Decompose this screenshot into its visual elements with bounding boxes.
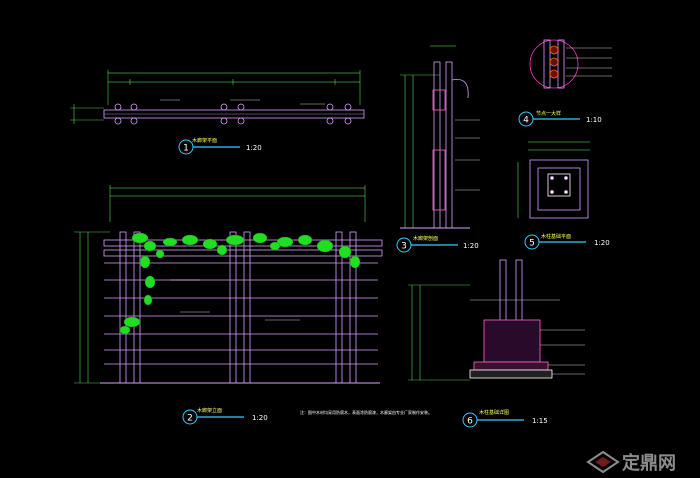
title-2: 2 木廊架立面 1:20 <box>182 407 268 425</box>
view-6-footing-detail <box>408 259 585 381</box>
view-2-elevation <box>74 185 383 384</box>
drawing-note: 注：图中木材均采用防腐木，表面涂防腐漆，木廊架由专业厂家制作安装。 <box>300 409 432 415</box>
view-4-detail <box>529 39 612 89</box>
title-5: 5 木柱基础平面 1:20 <box>524 233 610 250</box>
title-6: 6 木柱基础详图 1:15 <box>462 409 548 428</box>
view-number: 6 <box>467 417 473 427</box>
view-3-section <box>400 45 480 229</box>
view-5-footing-plan <box>517 141 590 219</box>
view-scale: 1:10 <box>586 116 602 124</box>
view-scale: 1:20 <box>594 239 610 247</box>
view-scale: 1:15 <box>532 417 548 425</box>
view-title: 木柱基础详图 <box>479 409 509 416</box>
dingding-logo-icon <box>586 450 620 474</box>
view-number: 4 <box>523 116 529 126</box>
view-number: 3 <box>401 242 407 252</box>
watermark-text: 定鼎网 <box>622 452 676 474</box>
title-1: 1 木廊架平面 1:20 <box>178 137 262 155</box>
view-title: 木廊架剖面 <box>413 235 438 242</box>
view-1-plan <box>70 70 365 125</box>
title-3: 3 木廊架剖面 1:20 <box>396 235 479 253</box>
view-title: 木柱基础平面 <box>541 233 571 240</box>
title-4: 4 节点一大样 1:10 <box>518 110 602 127</box>
view-title: 木廊架立面 <box>197 407 222 414</box>
vine-foliage <box>119 232 361 335</box>
view-scale: 1:20 <box>252 414 268 422</box>
watermark: 定鼎网 <box>586 450 676 474</box>
view-scale: 1:20 <box>463 242 479 250</box>
view-scale: 1:20 <box>246 144 262 152</box>
view-number: 5 <box>529 239 535 249</box>
view-number: 1 <box>183 144 189 154</box>
view-number: 2 <box>187 414 193 424</box>
view-title: 节点一大样 <box>536 110 561 117</box>
view-title: 木廊架平面 <box>192 137 217 144</box>
